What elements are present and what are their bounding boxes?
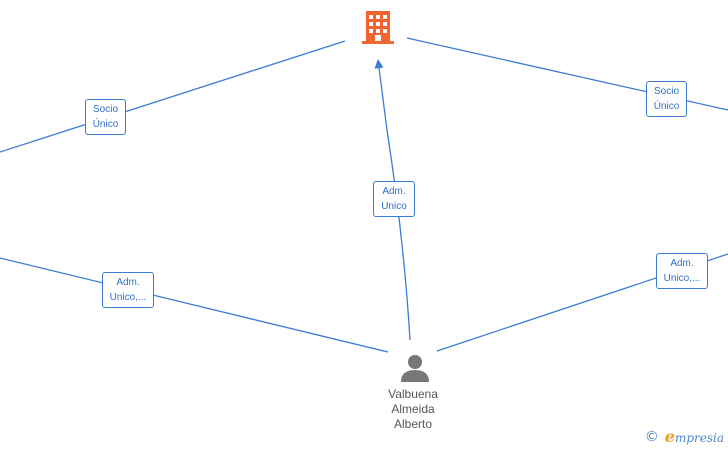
edge-label-line: Único: [92, 119, 119, 130]
person-name-line: Valbuena: [388, 387, 438, 401]
edge-label-line: Unico: [381, 201, 407, 212]
edge-left-to-company: [0, 40, 346, 153]
building-icon: [362, 11, 394, 44]
edge-label-line: Unico,...: [109, 292, 147, 303]
edge-label-socio-unico-right[interactable]: Socio Único: [646, 81, 687, 117]
edge-label-line: Socio: [92, 104, 118, 115]
person-name-line: Alberto: [393, 417, 433, 431]
edge-label-line: Único: [653, 101, 680, 112]
brand-name: mpresia: [674, 431, 724, 445]
edge-person-to-company: [374, 59, 411, 341]
edge-label-adm-unico-center[interactable]: Adm. Unico: [373, 181, 415, 217]
company-node[interactable]: [362, 11, 394, 44]
edge-label-line: Adm.: [670, 258, 694, 269]
edge-label-adm-unico-right[interactable]: Adm. Unico,...: [656, 253, 708, 289]
edge-label-line: Socio: [653, 86, 679, 97]
person-name[interactable]: Valbuena Almeida Alberto: [370, 387, 456, 432]
brand-initial: e: [664, 427, 675, 446]
footer-watermark: © empresia: [645, 427, 724, 446]
copyright-symbol: ©: [644, 428, 659, 445]
edge-label-line: Unico,...: [663, 273, 701, 284]
person-node[interactable]: [401, 355, 429, 382]
edge-label-line: Adm.: [382, 186, 406, 197]
brand-logo: empresia: [665, 427, 724, 446]
edge-label-line: Adm.: [116, 277, 140, 288]
edge-left-to-person: [0, 257, 389, 353]
edge-label-socio-unico-left[interactable]: Socio Único: [85, 99, 126, 135]
person-icon: [401, 355, 429, 382]
person-name-line: Almeida: [391, 402, 435, 416]
edge-label-adm-unico-left[interactable]: Adm. Unico,...: [102, 272, 154, 308]
